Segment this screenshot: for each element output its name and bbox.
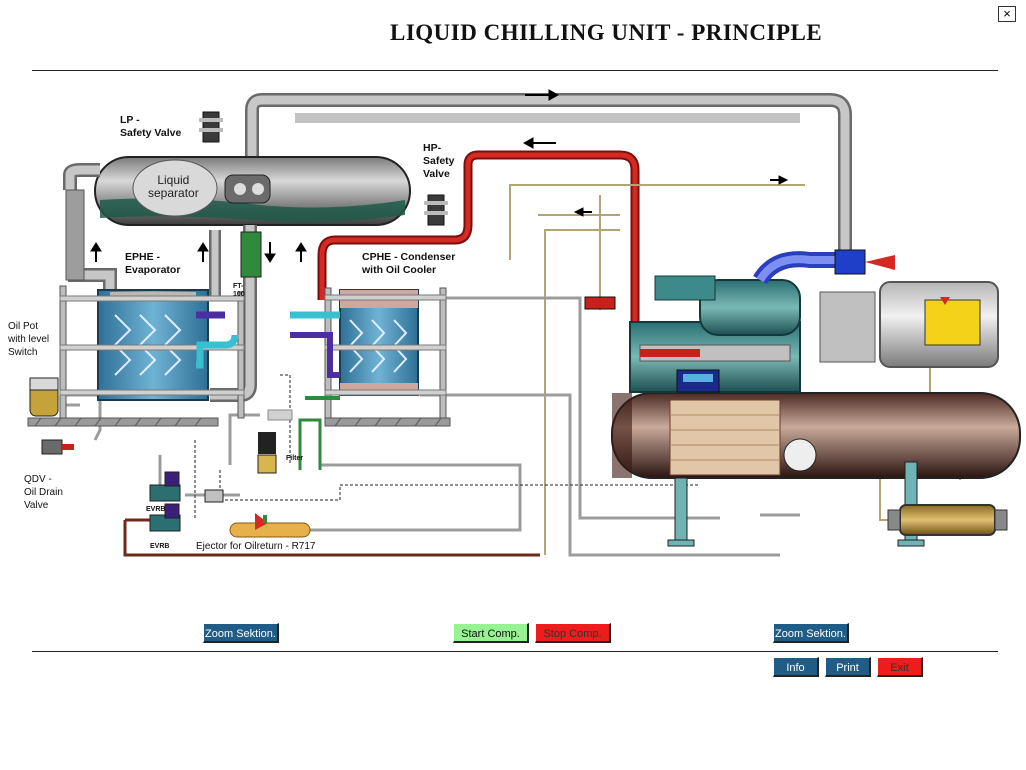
zoom-section-left-button[interactable]: Zoom Sektion. <box>203 623 279 643</box>
info-button[interactable]: Info <box>773 657 819 677</box>
label-lp-safety-valve: LP - Safety Valve <box>120 114 182 139</box>
start-compressor-button[interactable]: Start Comp. <box>453 623 529 643</box>
label-cphe-condenser: CPHE - Condenser with Oil Cooler <box>362 251 456 276</box>
label-ft-100: FT- 100 <box>233 283 245 298</box>
label-ephe-evaporator: EPHE - Evaporator <box>125 251 181 276</box>
label-oil-pot: Oil Pot with level Switch <box>8 321 50 358</box>
page-title: LIQUID CHILLING UNIT - PRINCIPLE <box>390 20 823 45</box>
label-filter: Filter <box>286 455 304 462</box>
label-evrb-bottom: EVRB <box>150 543 170 550</box>
print-button[interactable]: Print <box>825 657 871 677</box>
label-qdv: QDV - Oil Drain Valve <box>24 474 63 511</box>
top-divider <box>32 70 998 71</box>
chiller-diagram <box>27 89 1021 557</box>
label-ejector: Ejector for Oilreturn - R717 <box>196 541 316 552</box>
zoom-section-right-button[interactable]: Zoom Sektion. <box>773 623 849 643</box>
bottom-divider <box>32 651 998 652</box>
exit-button[interactable]: Exit <box>877 657 923 677</box>
stop-compressor-button[interactable]: Stop Comp. <box>535 623 611 643</box>
label-evrb-top: EVRB <box>146 506 166 513</box>
label-hp-safety-valve: HP- Safety Valve <box>423 142 455 180</box>
label-liquid-separator: Liquid separator <box>148 173 199 200</box>
close-button[interactable]: × <box>998 6 1016 22</box>
